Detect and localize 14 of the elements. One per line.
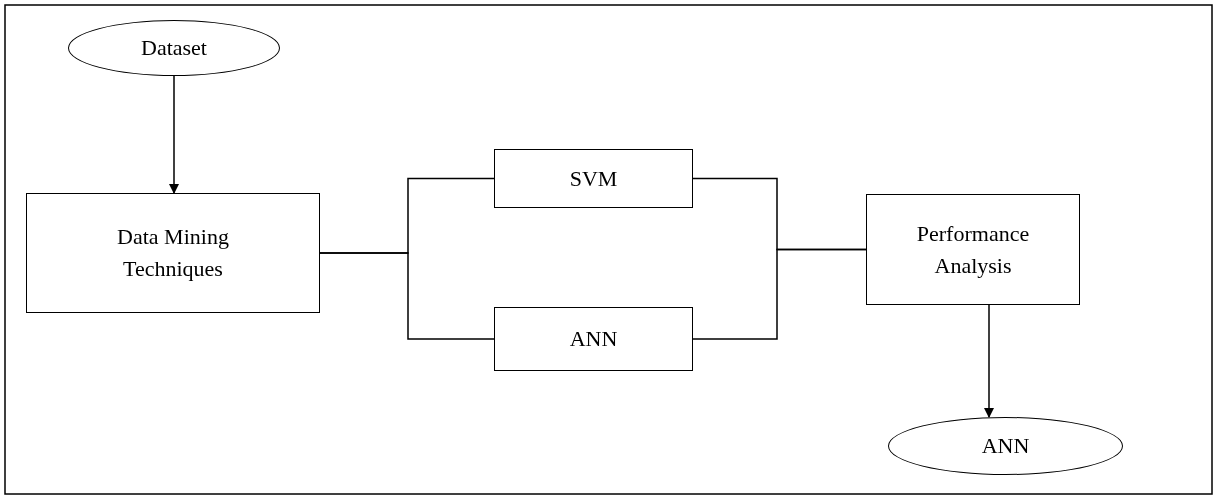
process-box <box>26 193 320 313</box>
process-box <box>494 307 693 371</box>
connector-line <box>319 252 495 340</box>
connector-line <box>692 248 867 340</box>
node-label: Data Mining Techniques <box>116 223 230 283</box>
node-label: SVM <box>569 164 618 193</box>
arrow <box>169 75 179 194</box>
node-label: Performance Analysis <box>915 219 1031 280</box>
node-label: ANN <box>569 325 618 354</box>
node-label: ANN <box>981 432 1030 461</box>
node-label: Dataset <box>141 34 207 63</box>
process-box <box>866 194 1080 305</box>
process-box <box>494 149 693 208</box>
arrow <box>984 304 994 418</box>
